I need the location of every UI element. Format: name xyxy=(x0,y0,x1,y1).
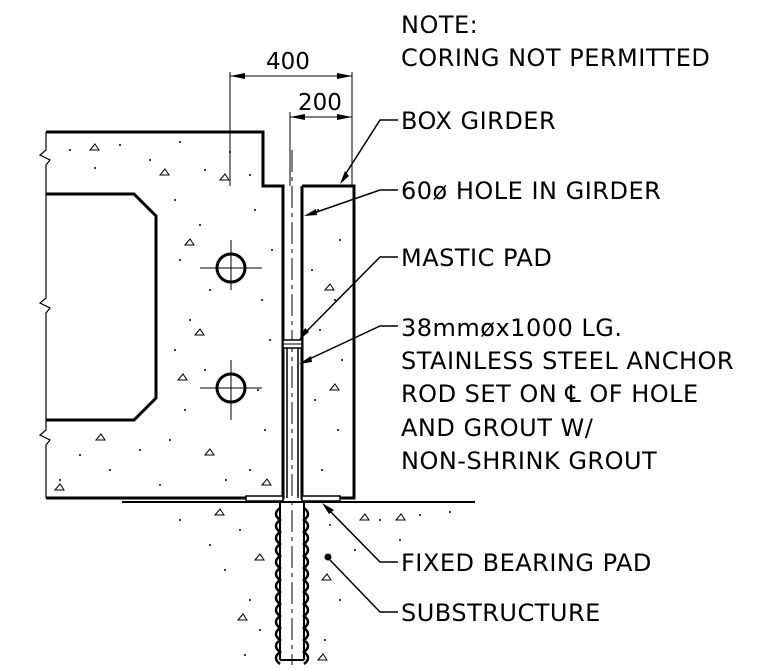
concrete-hatch xyxy=(53,141,343,491)
dimension-400-label: 400 xyxy=(266,49,310,75)
girder-bolt-holes xyxy=(200,240,262,420)
label-box-girder: BOX GIRDER xyxy=(401,107,556,135)
box-girder xyxy=(38,130,356,500)
anchor-rod xyxy=(286,348,299,498)
dimension-400: 400 xyxy=(229,49,353,186)
label-fixed-bearing-pad: FIXED BEARING PAD xyxy=(401,549,652,577)
fixed-bearing-pad xyxy=(245,495,341,502)
dimension-200: 200 xyxy=(289,90,352,186)
mastic-pad xyxy=(282,339,303,349)
label-anchor-line-2: STAINLESS STEEL ANCHOR xyxy=(401,347,734,375)
leader-lines xyxy=(299,119,398,613)
label-anchor-line-4: AND GROUT W/ xyxy=(401,414,594,442)
label-substructure: SUBSTRUCTURE xyxy=(401,599,601,627)
note-text: CORING NOT PERMITTED xyxy=(401,44,710,72)
girder-void xyxy=(46,192,158,422)
dimension-200-label: 200 xyxy=(298,90,342,116)
label-anchor-line-3: ROD SET ON ℄ OF HOLE xyxy=(401,380,699,408)
label-hole-in-girder: 60ø HOLE IN GIRDER xyxy=(401,177,661,205)
label-anchor-line-5: NON-SHRINK GROUT xyxy=(401,447,657,475)
label-mastic-pad: MASTIC PAD xyxy=(401,244,552,272)
substructure xyxy=(122,501,475,665)
label-anchor-line-1: 38mmøx1000 LG. xyxy=(401,314,623,342)
note-title: NOTE: xyxy=(401,11,478,39)
